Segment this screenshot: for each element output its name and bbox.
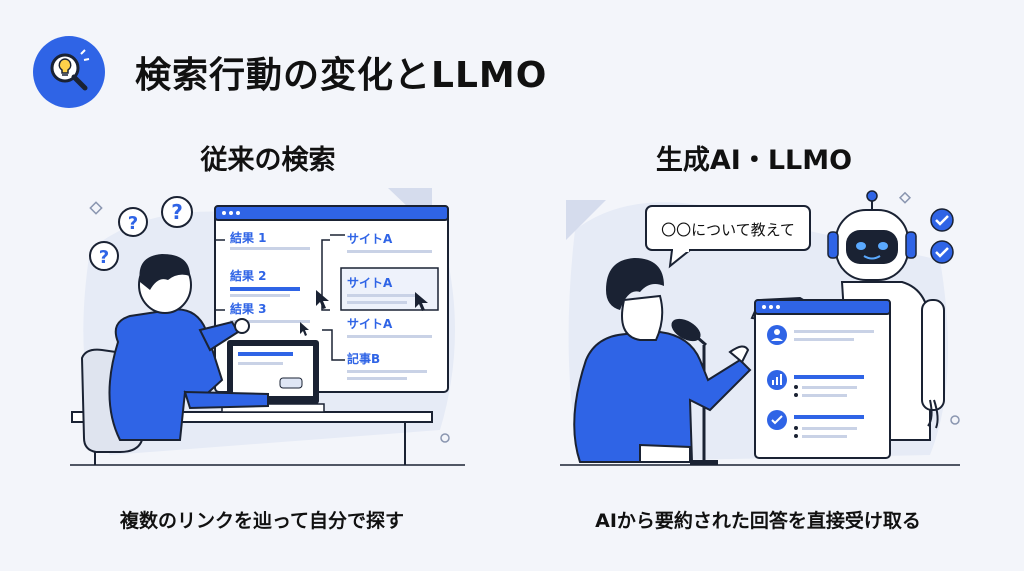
cursor-icon — [300, 322, 309, 336]
right-caption: AIから要約された回答を直接受け取る — [595, 510, 921, 532]
decor-circle — [440, 433, 450, 443]
decor-diamond — [89, 201, 103, 215]
svg-text:?: ? — [128, 213, 138, 234]
site-1: サイトA — [347, 232, 393, 246]
cursor-icon — [415, 292, 428, 311]
check-icon — [930, 208, 954, 232]
svg-text:?: ? — [171, 200, 183, 224]
left-heading: 従来の検索 — [200, 145, 336, 176]
article-b: 記事B — [347, 351, 380, 366]
result-3: 結果 3 — [230, 301, 267, 316]
header: 検索行動の変化とLLMO — [33, 36, 547, 108]
person-right — [560, 258, 960, 466]
speech-text: 〇〇について教えて — [661, 221, 795, 239]
result-1: 結果 1 — [230, 230, 267, 245]
speech-bubble — [645, 205, 811, 269]
lightbulb-search-icon — [33, 36, 105, 108]
check-icon — [930, 240, 954, 264]
cursor-icon — [316, 290, 329, 309]
question-bubble-icon: ? ? ? — [89, 196, 193, 271]
result-2: 結果 2 — [230, 268, 267, 283]
person-left — [108, 254, 269, 441]
right-heading: 生成AI・LLMO — [655, 145, 853, 176]
left-caption: 複数のリンクを辿って自分で探す — [119, 510, 405, 532]
decor-triangle — [566, 200, 606, 240]
site-2: サイトA — [347, 276, 393, 290]
answer-card — [754, 299, 891, 459]
decor-diamond — [898, 191, 912, 204]
site-3: サイトA — [347, 317, 393, 331]
svg-text:?: ? — [99, 247, 109, 268]
decor-circle — [950, 415, 960, 425]
page-title: 検索行動の変化とLLMO — [135, 55, 548, 96]
